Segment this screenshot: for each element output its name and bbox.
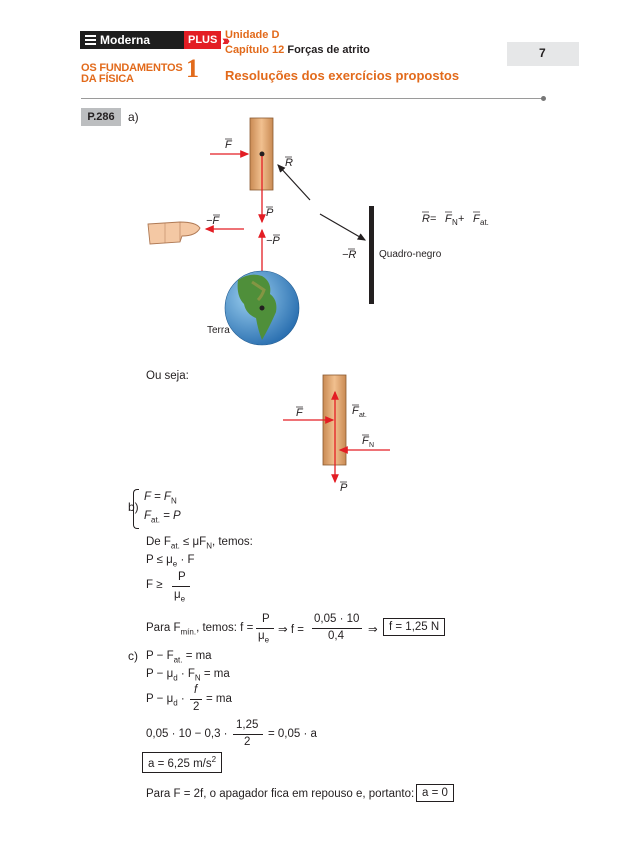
figure-equilibrium-diagram: F F F P at. N bbox=[283, 374, 390, 494]
chevrons-icon: ››› bbox=[222, 32, 230, 48]
figure-forces-diagram: F R P −F −P −R Quadro-negro Terra R = F … bbox=[147, 117, 489, 346]
brand-moderna: Moderna bbox=[80, 31, 184, 49]
svg-text:+: + bbox=[458, 213, 464, 225]
brand-logo: Moderna PLUS ››› bbox=[80, 31, 230, 49]
b-line-3-lhs: F ≥ bbox=[146, 579, 163, 591]
c-line-6: Para F = 2f, o apagador fica em repouso … bbox=[146, 788, 415, 800]
intro-text: Ou seja: bbox=[146, 370, 189, 382]
c-result-box: a = 6,25 m/s2 bbox=[142, 752, 223, 773]
label-P: P bbox=[266, 207, 274, 219]
svg-text:F: F bbox=[445, 213, 453, 225]
c-line-4-den: 2 bbox=[244, 736, 251, 748]
divider-dot bbox=[541, 96, 546, 101]
b-line-4-arrow1: ⇒ f = bbox=[278, 624, 304, 636]
fraction-bar bbox=[172, 586, 190, 587]
c-line-1: P − Fat. = ma bbox=[146, 650, 212, 665]
unit-label: Unidade D bbox=[225, 29, 280, 41]
b-result-box: f = 1,25 N bbox=[383, 618, 446, 636]
label-P-2: P bbox=[340, 482, 348, 494]
b-line-4-num2: 0,05 · 10 bbox=[314, 613, 360, 625]
chapter-title: Forças de atrito bbox=[287, 44, 370, 56]
system-eq-1: F = FN bbox=[144, 491, 177, 506]
c-line-3-end: = ma bbox=[206, 693, 232, 705]
label-minus-R: −R bbox=[342, 249, 356, 261]
b-line-3-num: P bbox=[178, 571, 186, 583]
earth-globe bbox=[224, 270, 300, 346]
svg-text:F: F bbox=[473, 213, 481, 225]
c-line-3-num: f bbox=[194, 684, 198, 696]
c-line-4-num: 1,25 bbox=[236, 719, 259, 731]
svg-text:at.: at. bbox=[359, 412, 367, 419]
b-line-4-arrow2: ⇒ bbox=[368, 624, 378, 636]
svg-text:R: R bbox=[422, 213, 430, 225]
b-line-4-den2: 0,4 bbox=[328, 630, 344, 642]
brand-plus: PLUS bbox=[184, 31, 222, 49]
earth-label: Terra bbox=[207, 325, 230, 336]
svg-text:=: = bbox=[430, 213, 436, 225]
part-c-label: c) bbox=[128, 649, 138, 663]
chapter-label: Capítulo 12 bbox=[225, 44, 285, 56]
blackboard bbox=[369, 206, 374, 304]
board-label: Quadro-negro bbox=[379, 249, 442, 260]
label-minus-F: −F bbox=[206, 215, 220, 227]
section-title: Resoluções dos exercícios propostos bbox=[225, 68, 460, 83]
c-line-4-end: = 0,05 · a bbox=[268, 728, 317, 740]
c-line-3-den: 2 bbox=[193, 701, 200, 713]
c-line-2: P − μd · FN = ma bbox=[146, 668, 230, 683]
fraction-bar bbox=[233, 734, 263, 735]
b-line-1: De Fat. ≤ μFN, temos: bbox=[146, 536, 253, 551]
label-FN: F bbox=[362, 435, 370, 447]
system-brace bbox=[133, 489, 139, 529]
c-final-result-box: a = 0 bbox=[416, 784, 454, 802]
grid-logo-icon bbox=[85, 35, 96, 45]
svg-text:N: N bbox=[452, 218, 458, 227]
svg-text:N: N bbox=[369, 442, 374, 449]
force-R-arrow bbox=[277, 164, 311, 201]
system-eq-2: Fat. = P bbox=[144, 510, 181, 525]
label-F: F bbox=[225, 139, 233, 151]
part-a-label: a) bbox=[128, 110, 139, 124]
fraction-bar bbox=[256, 628, 274, 629]
label-minus-P: −P bbox=[266, 235, 280, 247]
label-R: R bbox=[285, 157, 293, 169]
book-title: OS FUNDAMENTOS DA FÍSICA bbox=[81, 62, 183, 85]
svg-text:at.: at. bbox=[480, 218, 489, 227]
label-F-2: F bbox=[296, 407, 304, 419]
c-line-4: 0,05 · 10 − 0,3 · bbox=[146, 728, 228, 740]
b-line-4-num1: P bbox=[262, 613, 270, 625]
chapter-heading: Capítulo 12 Forças de atrito bbox=[225, 44, 370, 56]
volume-number: 1 bbox=[186, 54, 199, 83]
label-Fat: F bbox=[352, 405, 360, 417]
hand-icon bbox=[147, 221, 201, 245]
force-minus-R-arrow bbox=[319, 213, 367, 241]
equation-R: R = F N + F at. bbox=[422, 213, 489, 227]
b-line-3-den: μe bbox=[174, 589, 186, 604]
b-line-4-a: Para Fmín., temos: f = bbox=[146, 622, 254, 637]
page-number-box bbox=[507, 42, 579, 66]
page-number: 7 bbox=[539, 46, 546, 60]
fraction-bar bbox=[190, 699, 202, 700]
problem-label: P.286 bbox=[81, 108, 121, 126]
header-divider bbox=[81, 98, 543, 99]
b-line-2: P ≤ μe · F bbox=[146, 554, 195, 569]
c-line-3: P − μd · bbox=[146, 693, 185, 708]
fraction-bar bbox=[312, 628, 362, 629]
b-line-4-den1: μe bbox=[258, 630, 270, 645]
